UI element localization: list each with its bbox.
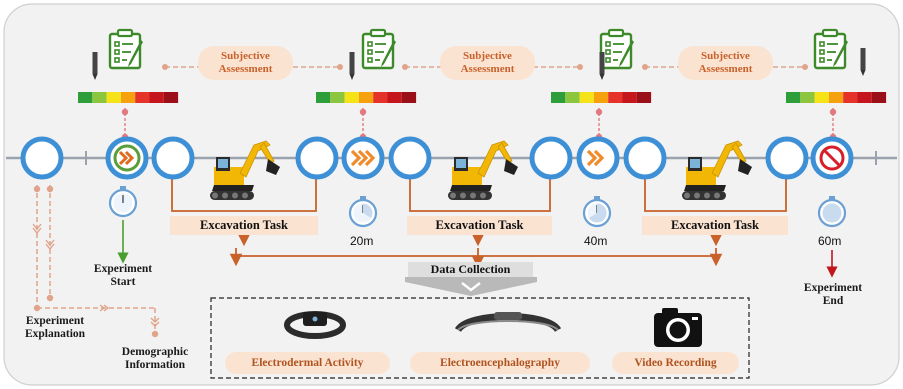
clipboard-icon (361, 28, 398, 70)
video-recording-label: Video Recording (612, 352, 739, 374)
stopwatch-icon (817, 194, 847, 228)
eeg-headband-icon (454, 312, 562, 333)
rating-scale-cell (871, 92, 887, 103)
rating-scale-cell (579, 92, 594, 103)
rating-scale-cell (551, 92, 566, 103)
rating-scale-cell (593, 92, 609, 103)
stopwatch-icon (582, 194, 612, 228)
chevron-node (341, 136, 385, 180)
chevron-node (576, 136, 620, 180)
rating-scale-cell (800, 92, 815, 103)
chevron-down-icon (461, 282, 481, 292)
stop-node (810, 136, 854, 180)
camera-icon (654, 308, 702, 347)
data-collection-label: Data Collection (408, 262, 533, 277)
stopwatch-icon (348, 194, 378, 228)
rating-scale (786, 92, 887, 103)
excavation-task-label: Excavation Task (170, 216, 318, 235)
rating-scale-cell (814, 92, 829, 103)
clipboard-icon (599, 28, 636, 70)
rating-scale-cell (149, 92, 164, 103)
rating-scale-cell (330, 92, 345, 103)
rating-scale-cell (857, 92, 872, 103)
rating-scale-cell (843, 92, 858, 103)
explanation-dots (33, 185, 159, 338)
rating-scale-cell (373, 92, 388, 103)
rating-scale-cell (786, 92, 801, 103)
sensor-box (210, 297, 750, 379)
start-node (105, 136, 149, 180)
explanation-connectors (36, 185, 156, 332)
rating-scale-cell (106, 92, 121, 103)
electrodermal-label: Electrodermal Activity (225, 352, 390, 374)
rating-scale (316, 92, 417, 103)
excavation-task-label: Excavation Task (407, 216, 552, 235)
rating-scale-cell (622, 92, 637, 103)
rating-scale-cell (120, 92, 136, 103)
eeg-label: Electroencephalography (410, 352, 590, 374)
rating-scale-cell (565, 92, 580, 103)
rating-scale-cell (636, 92, 652, 103)
rating-scale-cell (344, 92, 359, 103)
wristband-icon (284, 311, 346, 339)
rating-scale (551, 92, 652, 103)
rating-scale-cell (92, 92, 107, 103)
timeline-nodes (20, 136, 809, 180)
rating-scale-cell (163, 92, 179, 103)
excavation-task-label: Excavation Task (642, 216, 788, 235)
time-label: 60m (818, 234, 842, 248)
timeline-ticks (85, 151, 877, 165)
rating-scale-cell (316, 92, 331, 103)
assessment-link-dots (162, 64, 808, 70)
clipboard-icon (813, 28, 850, 70)
rating-scale-cell (828, 92, 844, 103)
clipboard-icon (108, 28, 145, 70)
time-label: 40m (584, 234, 608, 248)
rating-scale (78, 92, 179, 103)
rating-scale-cell (135, 92, 150, 103)
task-brackets (171, 175, 787, 269)
rating-scale-cell (401, 92, 417, 103)
rating-scale-cell (387, 92, 402, 103)
explanation-chevrons (32, 223, 160, 327)
time-label: 20m (350, 234, 374, 248)
rating-scale-cell (358, 92, 374, 103)
rating-scale-cell (78, 92, 93, 103)
rating-scale-cell (608, 92, 623, 103)
rating-scales (78, 92, 887, 103)
data-collection-arrow (405, 277, 537, 296)
